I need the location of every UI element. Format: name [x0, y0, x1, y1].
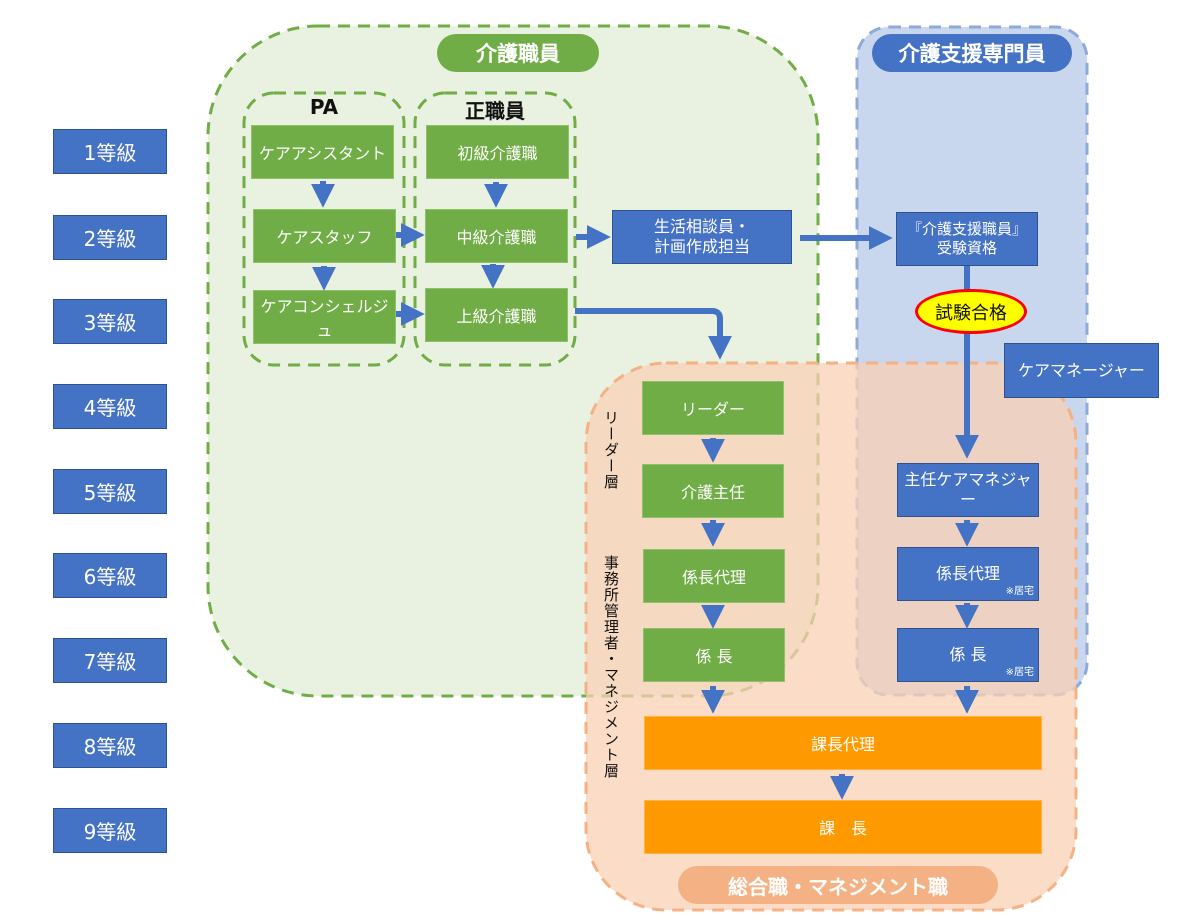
- life-consultant-box: 生活相談員・ 計画作成担当: [612, 210, 792, 264]
- cm-chief-box: 係 長 ※居宅: [897, 628, 1039, 682]
- leader-box: リーダー: [642, 381, 784, 435]
- cm-chief-label: 係 長: [949, 645, 987, 664]
- manager-box: 課 長: [644, 800, 1042, 854]
- life-consultant-line1: 生活相談員・: [653, 217, 750, 236]
- cm-deputy-chief-label: 係長代理: [935, 564, 1000, 583]
- leader-layer-label: リーダー層: [602, 410, 620, 490]
- management-title: 総合職・マネジメント職: [678, 866, 998, 904]
- deputy-manager-box: 課長代理: [644, 716, 1042, 770]
- pa-care-assistant: ケアアシスタント: [251, 125, 394, 179]
- care-chief-box: 介護主任: [642, 464, 784, 518]
- deputy-section-chief-box: 係長代理: [643, 549, 785, 603]
- cm-deputy-note: ※居宅: [1005, 585, 1034, 597]
- grade-6: 6等級: [53, 553, 167, 598]
- mid-caregiver: 中級介護職: [425, 209, 568, 263]
- pa-care-staff: ケアスタッフ: [253, 209, 396, 263]
- arrow-senior-to-leader: [575, 308, 732, 360]
- manager-layer-label: 事務所管理者・マネジメント層: [602, 555, 620, 779]
- grade-3: 3等級: [53, 299, 167, 344]
- pa-group-border: [242, 91, 406, 367]
- grade-8: 8等級: [53, 723, 167, 768]
- pa-group-title: PA: [309, 95, 339, 119]
- support-specialist-title: 介護支援専門員: [872, 34, 1072, 72]
- grade-2: 2等級: [53, 215, 167, 260]
- regular-group-title: 正職員: [465, 99, 525, 123]
- care-manager-box: ケアマネージャー: [1004, 343, 1159, 398]
- exam-pass-label: 試験合格: [935, 302, 1007, 324]
- grade-1: 1等級: [53, 129, 167, 174]
- grade-4: 4等級: [53, 384, 167, 429]
- grade-7: 7等級: [53, 638, 167, 683]
- regular-group-border: [413, 91, 577, 367]
- pa-care-concierge: ケアコンシェルジュ: [253, 290, 396, 344]
- grade-5: 5等級: [53, 469, 167, 514]
- exam-eligibility-line1: 『介護支援職員』: [906, 220, 1027, 239]
- exam-pass-badge: 試験合格: [915, 289, 1027, 334]
- exam-eligibility-box: 『介護支援職員』 受験資格: [896, 212, 1038, 266]
- grade-9: 9等級: [53, 808, 167, 853]
- life-consultant-line2: 計画作成担当: [653, 237, 750, 256]
- care-staff-title: 介護職員: [437, 34, 599, 72]
- cm-deputy-chief-box: 係長代理 ※居宅: [897, 547, 1039, 601]
- head-care-manager-box: 主任ケアマネジャー: [897, 463, 1039, 517]
- cm-chief-note: ※居宅: [1005, 666, 1034, 678]
- junior-caregiver: 初級介護職: [426, 125, 569, 179]
- exam-eligibility-line2: 受験資格: [936, 239, 997, 257]
